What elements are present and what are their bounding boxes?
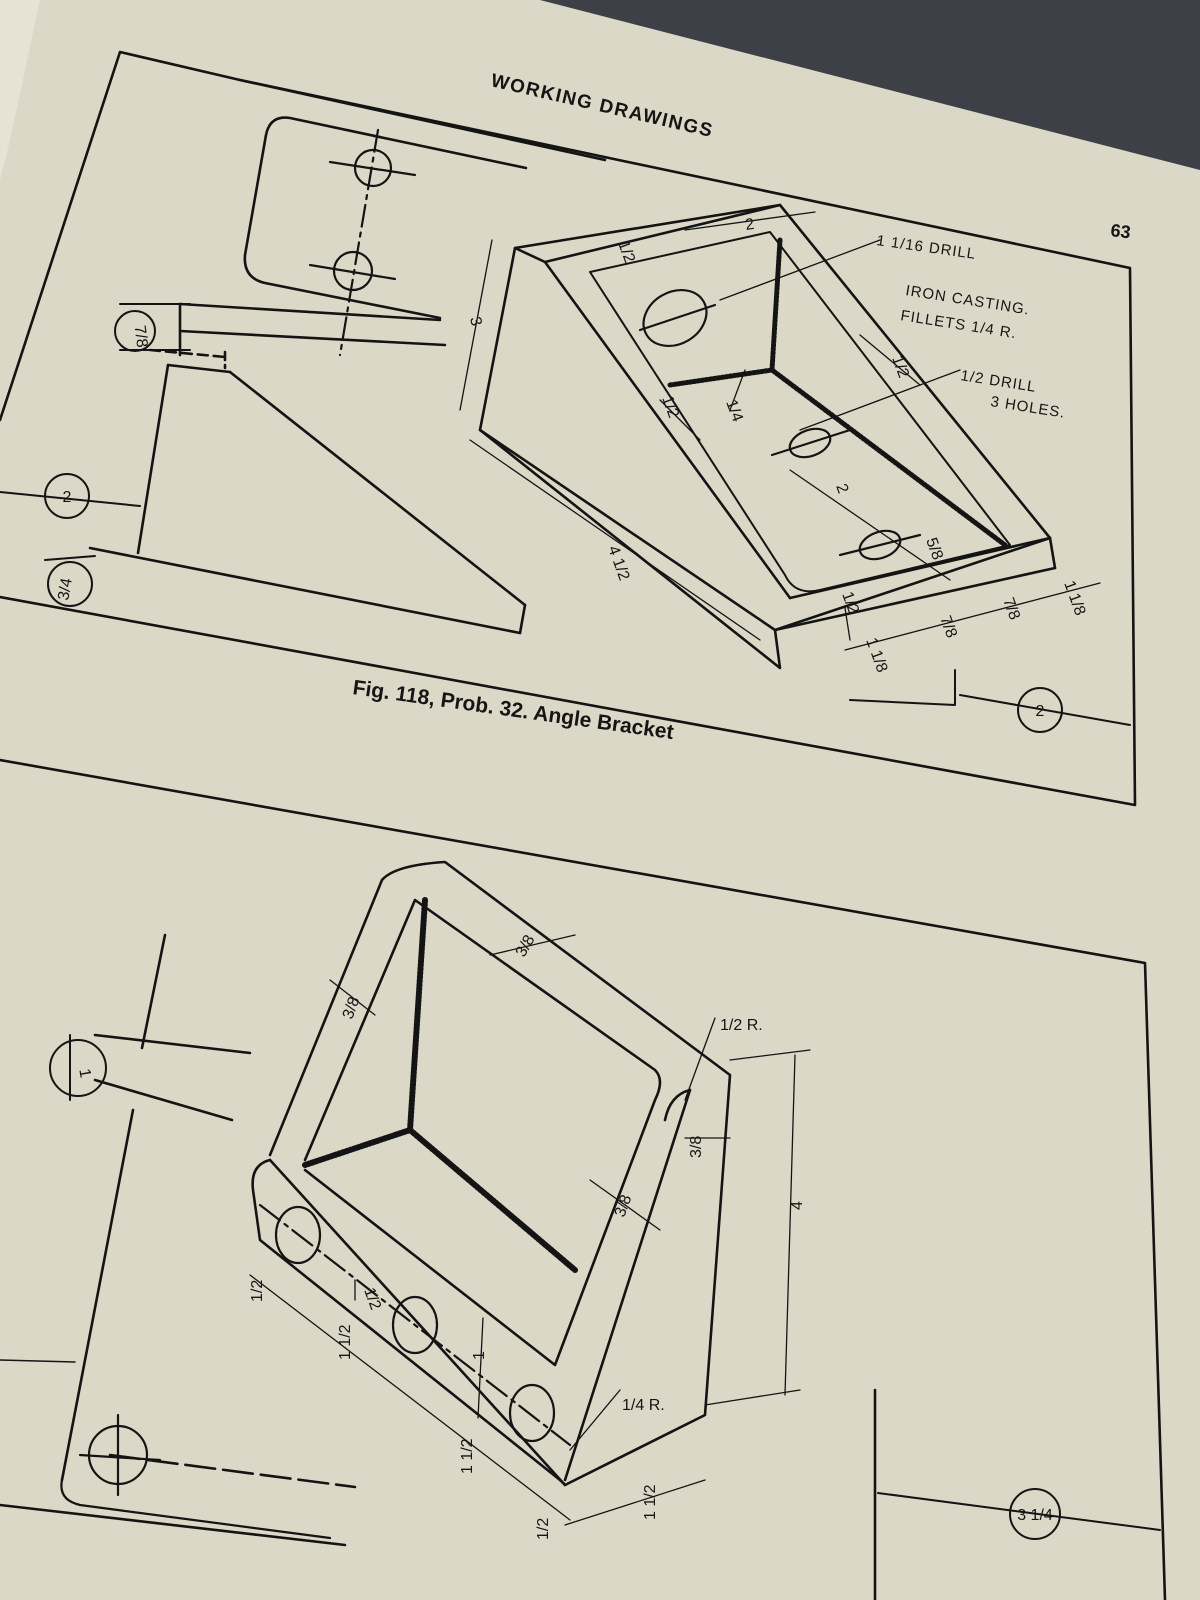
lower-frame <box>0 758 1167 1600</box>
dim-rib-thickness: 1/2 <box>658 394 682 421</box>
dim-top-width: 2 <box>744 216 755 234</box>
hole-top-icon <box>353 148 393 188</box>
fig118-dim-lines <box>459 211 1101 651</box>
dim-top-thickness: 1/2 <box>614 239 638 266</box>
dim-base-half-bottom: 1/2 <box>535 1518 552 1540</box>
dim-circle-2-left: 2 <box>63 489 72 506</box>
lower-isometric-bracket <box>251 860 732 1487</box>
dim-span-1: 1 1/2 <box>337 1324 354 1360</box>
dim-circle-3-4: 3/4 <box>55 577 76 602</box>
lower-dim-lines <box>249 934 811 1526</box>
dim-hole-gap-half: 1/2 <box>360 1286 384 1313</box>
hole-bottom-icon <box>332 250 374 292</box>
fig118-fillets <box>667 237 1008 548</box>
dim-hole-height-1: 1 <box>471 1351 488 1360</box>
dim-offset-3-8: 3/8 <box>688 1136 705 1158</box>
dim-wall-inner: 3/8 <box>612 1193 636 1220</box>
dim-rib-height: 1/4 <box>722 398 746 425</box>
dim-circle-1: 1 <box>75 1067 93 1079</box>
lower-left-hole <box>78 1413 162 1497</box>
lower-circled-dims: 1 3 1/4 <box>49 1034 1161 1600</box>
dim-width-1-1-2: 1 1/2 <box>642 1484 659 1520</box>
page-edge <box>0 0 40 180</box>
lower-fillets <box>302 897 578 1273</box>
fig118-left-view <box>88 78 607 635</box>
dim-edge-offset: 5/8 <box>922 536 946 563</box>
fig118-iso-holes <box>638 288 922 561</box>
dim-wall-left: 3/8 <box>340 995 364 1022</box>
dim-height-4: 4 <box>789 1201 806 1210</box>
dim-span-2: 1 1/2 <box>459 1438 476 1474</box>
fig118-isometric-bracket <box>478 203 1057 670</box>
dim-spacing-mid-2: 7/8 <box>999 596 1023 623</box>
hole-iso-3-icon <box>508 1383 556 1443</box>
dim-base-half-left: 1/2 <box>249 1280 266 1302</box>
dim-height-3: 3 <box>466 315 484 327</box>
hole-iso-1-icon <box>274 1205 322 1265</box>
dim-radius-top: 1/2 R. <box>720 1017 763 1034</box>
fig118-left-holes <box>308 128 417 357</box>
hole-iso-2-icon <box>391 1295 439 1355</box>
dim-spacing-mid-1: 7/8 <box>936 614 960 641</box>
hole-large-icon <box>642 288 708 348</box>
fig118-frame <box>0 50 1137 807</box>
dim-slant-thickness: 1/2 <box>888 354 912 381</box>
dim-circle-3-1-4: 3 1/4 <box>1017 1507 1053 1524</box>
page-number: 63 <box>1110 220 1132 242</box>
dim-base-thickness: 1/2 <box>838 590 862 617</box>
dim-circle-7-8: 7/8 <box>131 324 151 348</box>
dim-radius-bottom: 1/4 R. <box>622 1397 665 1414</box>
dim-circle-2-right: 2 <box>1036 703 1045 720</box>
lower-iso-holes <box>258 1203 572 1447</box>
hole-small-2-icon <box>858 529 902 561</box>
fig118-circled-dims: 7/8 2 3/4 2 <box>0 303 1131 733</box>
